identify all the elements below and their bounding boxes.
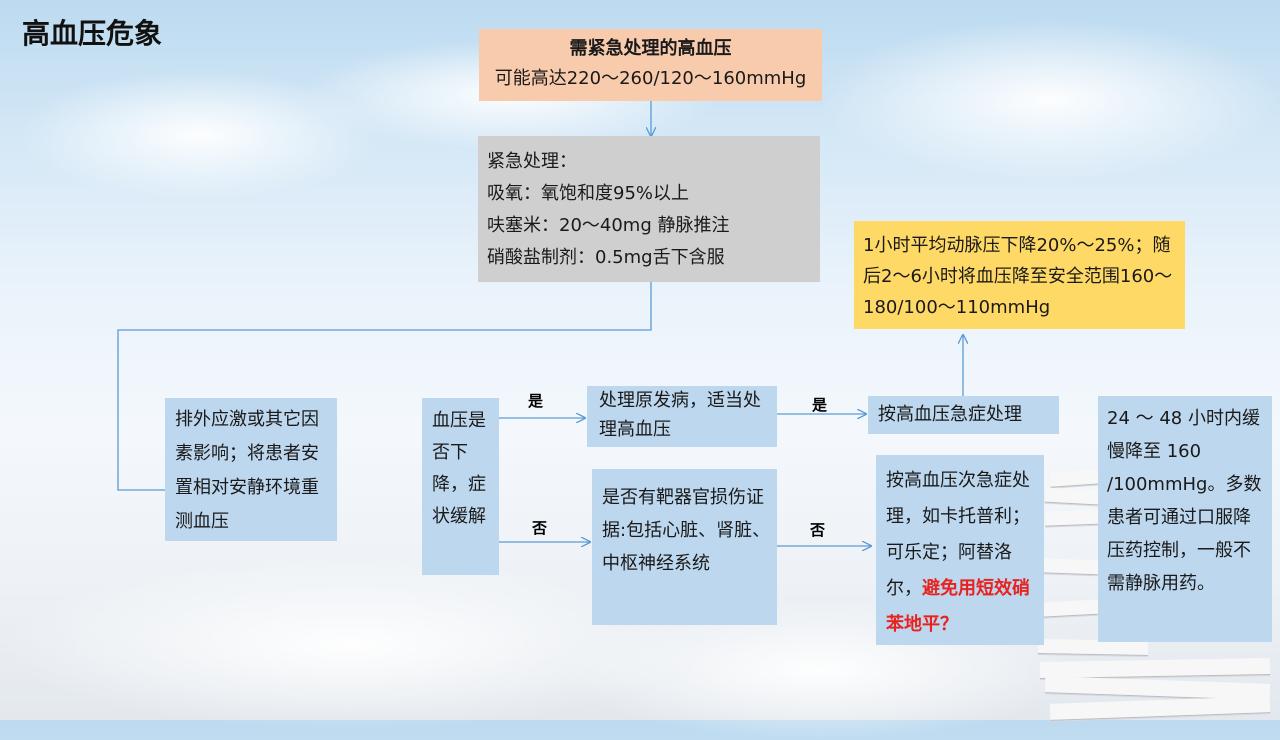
subacute-text: 按高血压次急症处理，如卡托普利；可乐定；阿替洛尔， [886, 470, 1030, 599]
background-cloud [20, 70, 380, 200]
exclude-text: 排外应激或其它因素影响；将患者安置相对安静环境重测血压 [175, 409, 319, 532]
emergency-line: 呋塞米：20～40mg 静脉推注 [487, 215, 730, 236]
emergency-handling-text: 按高血压急症处理 [878, 404, 1022, 425]
label-no: 否 [532, 519, 548, 537]
label-no: 否 [810, 521, 826, 539]
connector-emergency-to-exclude [117, 282, 652, 491]
label-yes: 是 [528, 392, 544, 410]
page-title: 高血压危象 [22, 17, 163, 50]
emergency-line: 硝酸盐制剂：0.5mg舌下含服 [487, 247, 725, 268]
box-target-organ: 是否有靶器官损伤证据:包括心脏、肾脏、中枢神经系统 [592, 469, 777, 625]
box-exclude-stress: 排外应激或其它因素影响；将患者安置相对安静环境重测血压 [165, 398, 337, 541]
box-primary-disease: 处理原发病，适当处理高血压 [587, 386, 777, 447]
box-subacute: 按高血压次急症处理，如卡托普利；可乐定；阿替洛尔，避免用短效硝苯地平？ [876, 455, 1044, 645]
slow-reduction-text: 24 ～ 48 小时内缓慢降至 160 /100mmHg。多数患者可通过口服降压… [1107, 408, 1262, 594]
urgent-bp-range: 可能高达220～260/120～160mmHg [494, 68, 807, 89]
subacute-warning: 避免用短效硝苯地平？ [886, 578, 1030, 635]
box-urgent-hypertension: 需紧急处理的高血压 可能高达220～260/120～160mmHg [479, 29, 822, 101]
box-question: 血压是否下降，症状缓解 [422, 398, 499, 575]
label-yes: 是 [812, 396, 828, 414]
question-text: 血压是否下降，症状缓解 [432, 410, 486, 527]
flow-connectors [117, 101, 1280, 720]
urgent-title: 需紧急处理的高血压 [569, 38, 732, 59]
target-organ-text: 是否有靶器官损伤证据:包括心脏、肾脏、中枢神经系统 [602, 487, 771, 574]
box-goal: 1小时平均动脉压下降20%～25%；随后2～6小时将血压降至安全范围160～18… [854, 221, 1185, 329]
box-emergency-treatment: 紧急处理： 吸氧：氧饱和度95%以上 呋塞米：20～40mg 静脉推注 硝酸盐制… [478, 136, 820, 282]
emergency-line: 紧急处理： [487, 151, 577, 172]
goal-text: 1小时平均动脉压下降20%～25%；随后2～6小时将血压降至安全范围160～18… [863, 235, 1173, 318]
background-cloud [820, 20, 1280, 180]
box-slow-reduction: 24 ～ 48 小时内缓慢降至 160 /100mmHg。多数患者可通过口服降压… [1098, 396, 1272, 642]
emergency-line: 吸氧：氧饱和度95%以上 [487, 183, 690, 204]
primary-text: 处理原发病，适当处理高血压 [599, 390, 761, 440]
box-emergency-handling: 按高血压急症处理 [868, 396, 1059, 434]
